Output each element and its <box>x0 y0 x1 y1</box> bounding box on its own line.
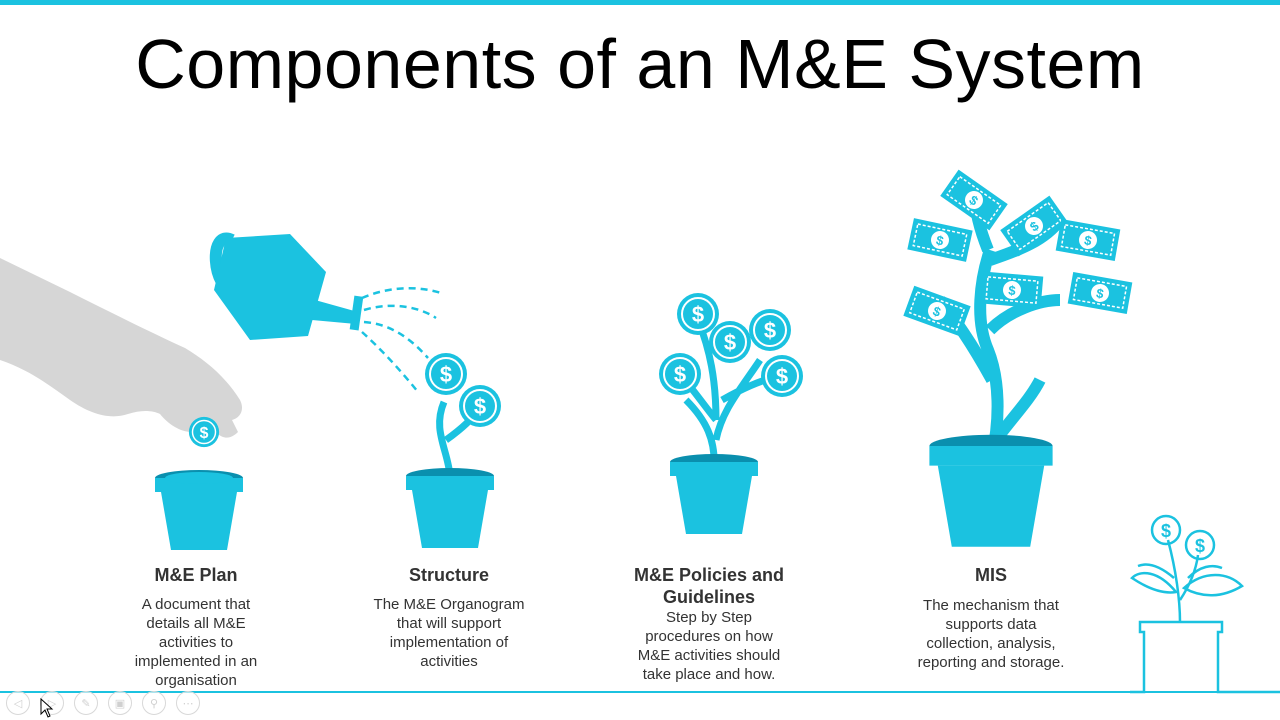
text-line: procedures on how <box>645 628 773 645</box>
bill-icon <box>1066 271 1134 315</box>
text-line: A document that <box>141 596 251 613</box>
heading-line: Guidelines <box>662 587 756 607</box>
previous-icon[interactable]: ◁ <box>6 691 30 715</box>
zoom-icon[interactable]: ⚲ <box>142 691 166 715</box>
svg-text:$: $ <box>1195 536 1205 556</box>
bottom-accent-line <box>0 691 1280 693</box>
text-line: Step by Step <box>666 609 752 626</box>
slide-title: Components of an M&E System <box>135 25 1145 103</box>
mouse-cursor-icon <box>40 698 54 718</box>
column-text-structure: The M&E Organogram that will support imp… <box>349 595 549 671</box>
more-icon[interactable]: ⋯ <box>176 691 200 715</box>
bill-icon <box>1054 218 1122 262</box>
hand-illustration <box>0 258 243 439</box>
column-text-policies: Step by Step procedures on how M&E activ… <box>609 608 809 684</box>
coin-icon <box>658 352 702 396</box>
column-heading-policies: M&E Policies and Guidelines <box>609 564 809 608</box>
pot-3 <box>658 292 804 534</box>
coin-icon <box>188 416 220 448</box>
text-line: implementation of <box>389 634 509 651</box>
text-line: activities to <box>158 634 234 651</box>
outline-plant-icon: $ $ <box>1130 514 1280 694</box>
text-line: The mechanism that <box>923 597 1059 614</box>
slideshow-controls: ◁ ▷ ✎ ▣ ⚲ ⋯ <box>6 690 200 716</box>
column-heading-mis: MIS <box>974 565 1007 585</box>
text-line: The M&E Organogram <box>373 596 525 613</box>
coin-icon <box>676 292 720 336</box>
coin-icon <box>708 320 752 364</box>
text-line: reporting and storage. <box>917 654 1065 671</box>
pen-icon[interactable]: ✎ <box>74 691 98 715</box>
column-heading-me-plan: M&E Plan <box>154 565 238 585</box>
text-line: implemented in an <box>134 653 258 670</box>
text-line: collection, analysis, <box>926 635 1056 652</box>
text-line: take place and how. <box>642 666 776 683</box>
text-line: M&E activities should <box>637 647 781 664</box>
slides-icon[interactable]: ▣ <box>108 691 132 715</box>
bill-icon <box>906 217 974 263</box>
text-line: supports data <box>945 616 1037 633</box>
pot-1 <box>155 470 243 550</box>
coin-icon <box>760 354 804 398</box>
top-accent-bar <box>0 0 1280 5</box>
coin-icon <box>748 308 792 352</box>
coin-icon <box>458 384 502 428</box>
heading-line: M&E Policies and <box>633 565 785 585</box>
svg-text:$: $ <box>1161 521 1171 541</box>
bill-icon <box>902 284 972 338</box>
coin-icon <box>424 352 468 396</box>
column-text-mis: The mechanism that supports data collect… <box>891 596 1091 672</box>
text-line: that will support <box>396 615 502 632</box>
bill-icon <box>979 270 1045 310</box>
text-line: activities <box>420 653 478 670</box>
column-text-me-plan: A document that details all M&E activiti… <box>106 595 286 690</box>
column-heading-structure: Structure <box>408 565 489 585</box>
watering-can-icon <box>209 232 445 393</box>
text-line: details all M&E <box>146 615 246 632</box>
pot-4 <box>902 168 1134 547</box>
text-line: organisation <box>155 672 237 689</box>
pot-2 <box>406 352 502 548</box>
